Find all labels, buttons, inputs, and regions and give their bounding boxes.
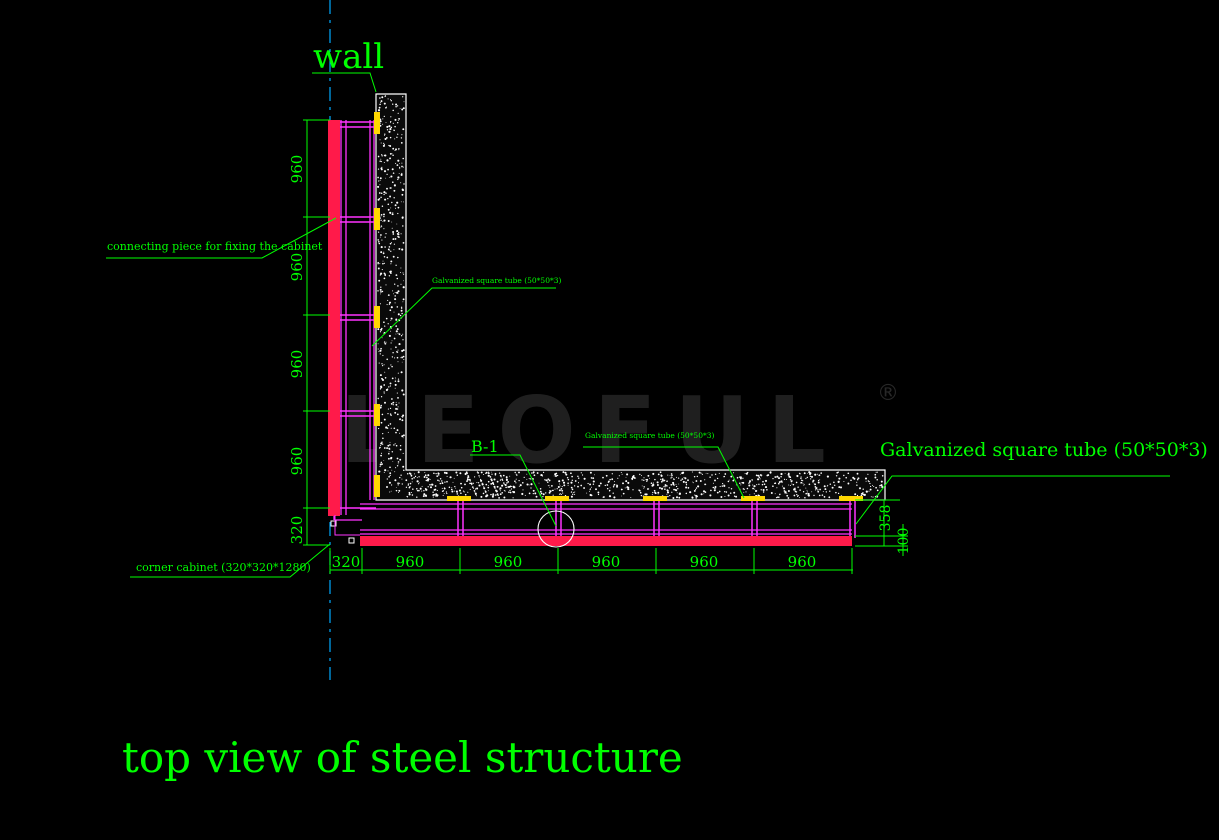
dim-horizontal-5: 960 xyxy=(690,553,719,571)
dim-vertical-1: 960 xyxy=(288,155,306,184)
detail-circle-b1 xyxy=(537,510,575,548)
right-dimension-lines xyxy=(855,499,908,556)
concrete-wall xyxy=(375,93,886,501)
dim-right-2: 100 xyxy=(896,528,912,555)
wall-brackets xyxy=(374,112,863,501)
vertical-dimension-lines xyxy=(303,119,330,546)
dim-horizontal-3: 960 xyxy=(494,553,523,571)
dim-vertical-4: 960 xyxy=(288,447,306,476)
detail-label-b1: B-1 xyxy=(471,437,499,456)
connecting-piece-label: connecting piece for fixing the cabinet xyxy=(107,240,323,253)
corner-cabinet xyxy=(330,515,360,544)
tube-label-large: Galvanized square tube (50*50*3) xyxy=(880,439,1208,461)
dim-horizontal-4: 960 xyxy=(592,553,621,571)
horizontal-cross-members xyxy=(457,500,856,538)
dim-horizontal-6: 960 xyxy=(788,553,817,571)
watermark-logo: LEOFUL ® xyxy=(340,377,899,484)
dim-vertical-2: 960 xyxy=(288,253,306,282)
horizontal-dimension-lines xyxy=(329,548,853,574)
dim-right-1: 358 xyxy=(878,505,894,532)
tube-label-small: Galvanized square tube (50*50*3) xyxy=(585,431,714,440)
registered-mark: ® xyxy=(877,381,899,406)
dim-horizontal-2: 960 xyxy=(396,553,425,571)
drawing-title: top view of steel structure xyxy=(122,733,683,782)
vertical-cross-members xyxy=(334,121,376,509)
tube-label-vertical: Galvanized square tube (50*50*3) xyxy=(432,276,561,285)
wall-label: wall xyxy=(313,37,384,77)
horizontal-tubes xyxy=(335,503,852,535)
dim-vertical-3: 960 xyxy=(288,350,306,379)
dim-vertical-5: 320 xyxy=(288,516,306,545)
leader-lines xyxy=(106,72,1170,578)
corner-cabinet-label: corner cabinet (320*320*1280) xyxy=(136,561,311,574)
vertical-red-beam xyxy=(328,120,340,516)
horizontal-red-beam xyxy=(360,536,852,546)
watermark-text: LEOFUL xyxy=(340,377,844,484)
dim-horizontal-1: 320 xyxy=(332,553,361,571)
